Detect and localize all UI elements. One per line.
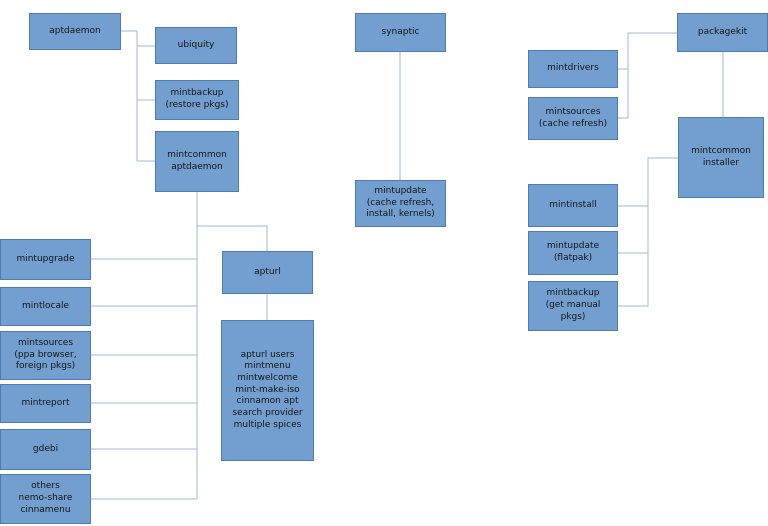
node-synaptic: synaptic [355,13,446,52]
node-mintbackup-manual: mintbackup (get manual pkgs) [528,281,618,331]
node-label: mintsources (cache refresh) [538,106,608,129]
node-label: apturl users mintmenu mintwelcome mint-m… [232,349,303,430]
node-label: others nemo-share cinnamenu [18,481,73,515]
node-label: mintdrivers [547,63,599,74]
node-apturl-users: apturl users mintmenu mintwelcome mint-m… [221,320,314,461]
node-label: mintbackup (restore pkgs) [165,88,229,110]
node-label: gdebi [32,443,59,454]
node-mintupgrade: mintupgrade [0,239,91,280]
node-mintbackup-restore: mintbackup (restore pkgs) [155,80,239,120]
node-mintupdate-cache: mintupdate (cache refresh, install, kern… [355,180,446,227]
node-mintreport: mintreport [0,384,91,423]
node-ubiquity: ubiquity [155,27,237,64]
node-label: mintbackup (get manual pkgs) [545,288,601,322]
node-label: mintinstall [549,199,597,210]
node-label: mintupgrade [16,253,75,264]
node-apturl: apturl [222,251,313,294]
node-mintupdate-flatpak: mintupdate (flatpak) [528,231,618,275]
node-mintdrivers: mintdrivers [528,50,618,88]
node-label: mintsources (ppa browser, foreign pkgs) [14,337,77,372]
node-label: mintcommon installer [691,145,751,168]
node-mintcommon-aptdaemon: mintcommon aptdaemon [155,131,239,192]
node-label: synaptic [381,26,420,37]
node-mintcommon-installer: mintcommon installer [678,117,764,198]
node-mintsources-cache: mintsources (cache refresh) [528,97,618,140]
node-label: packagekit [697,26,748,37]
node-label: apturl [254,266,281,277]
node-label: mintupdate (cache refresh, install, kern… [366,185,435,220]
node-label: mintlocale [21,300,69,311]
node-gdebi: gdebi [0,429,91,470]
node-label: aptdaemon [49,25,101,36]
node-aptdaemon: aptdaemon [29,13,121,50]
node-packagekit: packagekit [677,13,768,52]
node-label: ubiquity [177,39,215,50]
node-label: mintreport [21,397,70,408]
node-mintsources-ppa: mintsources (ppa browser, foreign pkgs) [0,331,91,380]
node-label: mintupdate (flatpak) [546,241,600,263]
node-mintlocale: mintlocale [0,287,91,326]
node-others: others nemo-share cinnamenu [0,474,91,524]
node-label: mintcommon aptdaemon [167,149,227,172]
node-mintinstall: mintinstall [528,184,618,227]
